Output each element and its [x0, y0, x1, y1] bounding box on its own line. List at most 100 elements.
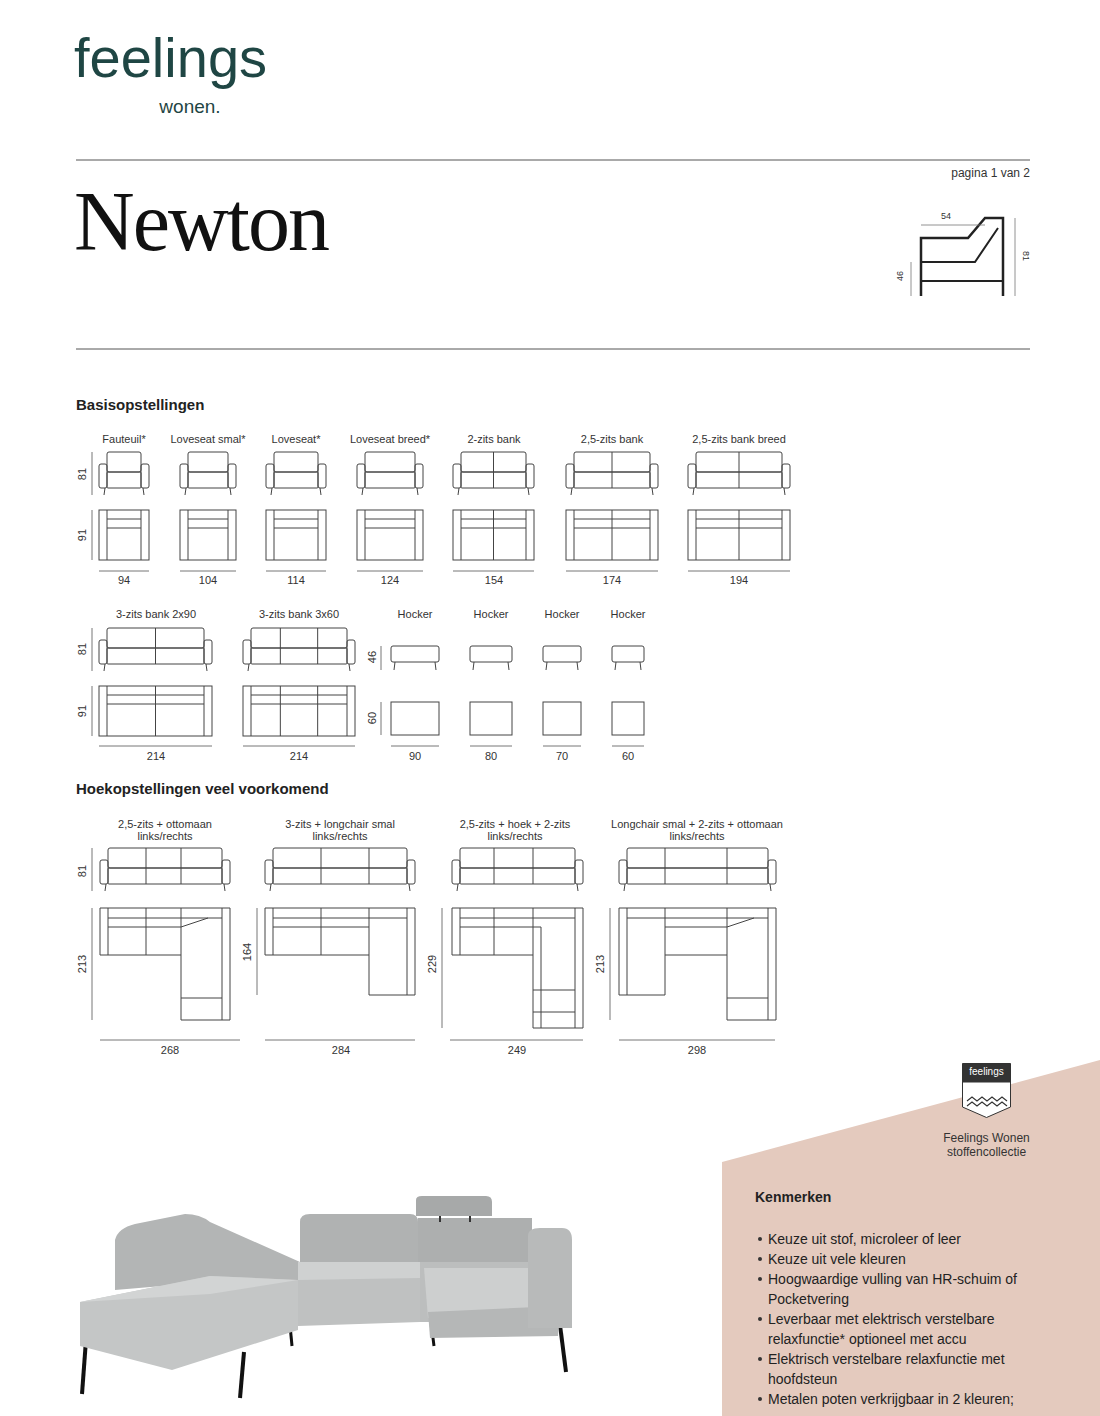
outline-rect [688, 510, 790, 560]
badge-outline [963, 1064, 1011, 1118]
bullet-dot [758, 1397, 762, 1401]
feature-list: Keuze uit stof, microleer of leerKeuze u… [756, 1229, 1026, 1409]
outline-rect [619, 860, 627, 884]
drawing-line [453, 571, 534, 572]
drawing-line [317, 628, 318, 664]
model-caption: Hocker [545, 608, 580, 621]
drawing-line [493, 452, 494, 488]
model-caption: Hocker [611, 608, 646, 621]
drawing-line [274, 510, 275, 560]
drawing-line [107, 686, 108, 736]
feature-text: Metalen poten verkrijgbaar in 2 kleuren; [768, 1391, 1014, 1407]
badge-caption: Feelings Wonen stoffencollectie [931, 1131, 1042, 1160]
setup-caption: 3-zits + longchair smal links/rechts [265, 818, 415, 842]
model-caption: 2-zits bank [467, 433, 520, 446]
features-panel: KenmerkenKeuze uit stof, microleer of le… [722, 1060, 1100, 1416]
dimension-text: 229 [426, 955, 439, 973]
drawing-line [541, 927, 542, 1028]
drawing-line [146, 848, 147, 884]
drawing-line [224, 884, 225, 891]
sofa-back [418, 1218, 532, 1264]
chair-seat [921, 228, 998, 262]
drawing-line [271, 488, 272, 495]
drawing-line [575, 908, 576, 1028]
fabric-badge: feelingsFeelings Wonen stoffencollectie [962, 1063, 1011, 1118]
sofa-back [300, 1214, 418, 1264]
drawing-line [381, 702, 382, 735]
drawing-line [435, 662, 436, 670]
drawing-line [782, 510, 783, 560]
drawing-line [99, 571, 149, 572]
dimension-text: 70 [556, 750, 568, 763]
drawing-line [99, 746, 212, 747]
drawing-line [770, 884, 771, 891]
outline-rect [188, 472, 228, 488]
drawing-line [624, 884, 625, 891]
drawing-line [533, 848, 534, 884]
sofa-photo [80, 1196, 572, 1398]
drawing-line [317, 686, 318, 736]
model-caption: Loveseat breed* [350, 433, 430, 446]
drawing-line [650, 510, 651, 560]
drawing-line [627, 918, 768, 919]
drawing-line [640, 662, 641, 670]
drawing-line [321, 848, 322, 884]
model-caption: Loveseat smal* [170, 433, 245, 446]
outline-rect [228, 464, 236, 488]
sofa-leg [240, 1352, 244, 1398]
outline-rect [180, 464, 188, 488]
feature-text: Elektrisch verstelbare relaxfunctie met … [768, 1351, 1005, 1387]
dimension-text: 46 [366, 651, 379, 663]
drawing-line [107, 519, 141, 520]
sofa-seat-top [298, 1262, 420, 1280]
outline-rect [100, 860, 108, 884]
drawing-line [320, 488, 321, 495]
drawing-line [727, 848, 728, 884]
drawing-line [181, 848, 182, 884]
drawing-line [251, 695, 347, 696]
sofa-leg [82, 1340, 86, 1394]
drawing-line [318, 510, 319, 560]
outline-rect [470, 646, 512, 662]
outline-rect [99, 640, 107, 664]
dimension-text: 174 [603, 574, 621, 587]
drawing-line [688, 571, 790, 572]
drawing-line [652, 488, 653, 495]
brand-subline: wonen. [159, 96, 220, 118]
sofa-leg [560, 1325, 566, 1372]
feature-item: Keuze uit stof, microleer of leer [756, 1229, 1026, 1249]
drawing-line [257, 908, 258, 995]
dimension-line [1015, 218, 1016, 296]
sofa-drawings [92, 452, 790, 1040]
outline-rect [415, 464, 423, 488]
drawing-line [450, 1040, 583, 1041]
bullet-dot [758, 1357, 762, 1361]
outline-rect [273, 848, 407, 868]
drawing-line [181, 998, 222, 999]
drawing-line [365, 528, 415, 529]
dimension-text: 194 [730, 574, 748, 587]
drawing-line [273, 918, 407, 919]
drawing-line [460, 908, 461, 955]
drawing-line [251, 704, 347, 705]
drawing-line [362, 488, 363, 495]
rule-line [76, 160, 1030, 161]
drawing-line [526, 510, 527, 560]
badge-band [963, 1064, 1011, 1083]
drawing-line [146, 908, 147, 955]
drawing-line [461, 510, 462, 560]
drawing-line [665, 908, 666, 955]
drawing-line [727, 998, 768, 999]
section-heading: Basisopstellingen [76, 396, 204, 413]
drawing-line [107, 528, 141, 529]
drawing-line [347, 686, 348, 736]
headrest-post [439, 1216, 441, 1222]
feature-item: Leverbaar met elektrisch verstelbare rel… [756, 1309, 1026, 1349]
plan-outline [452, 908, 583, 1028]
dimension-text: 60 [366, 712, 379, 724]
drawing-line [533, 990, 575, 991]
outline-rect [460, 868, 575, 884]
drawing-line [508, 662, 509, 670]
outline-rect [612, 702, 644, 735]
dimension-text: 90 [409, 750, 421, 763]
